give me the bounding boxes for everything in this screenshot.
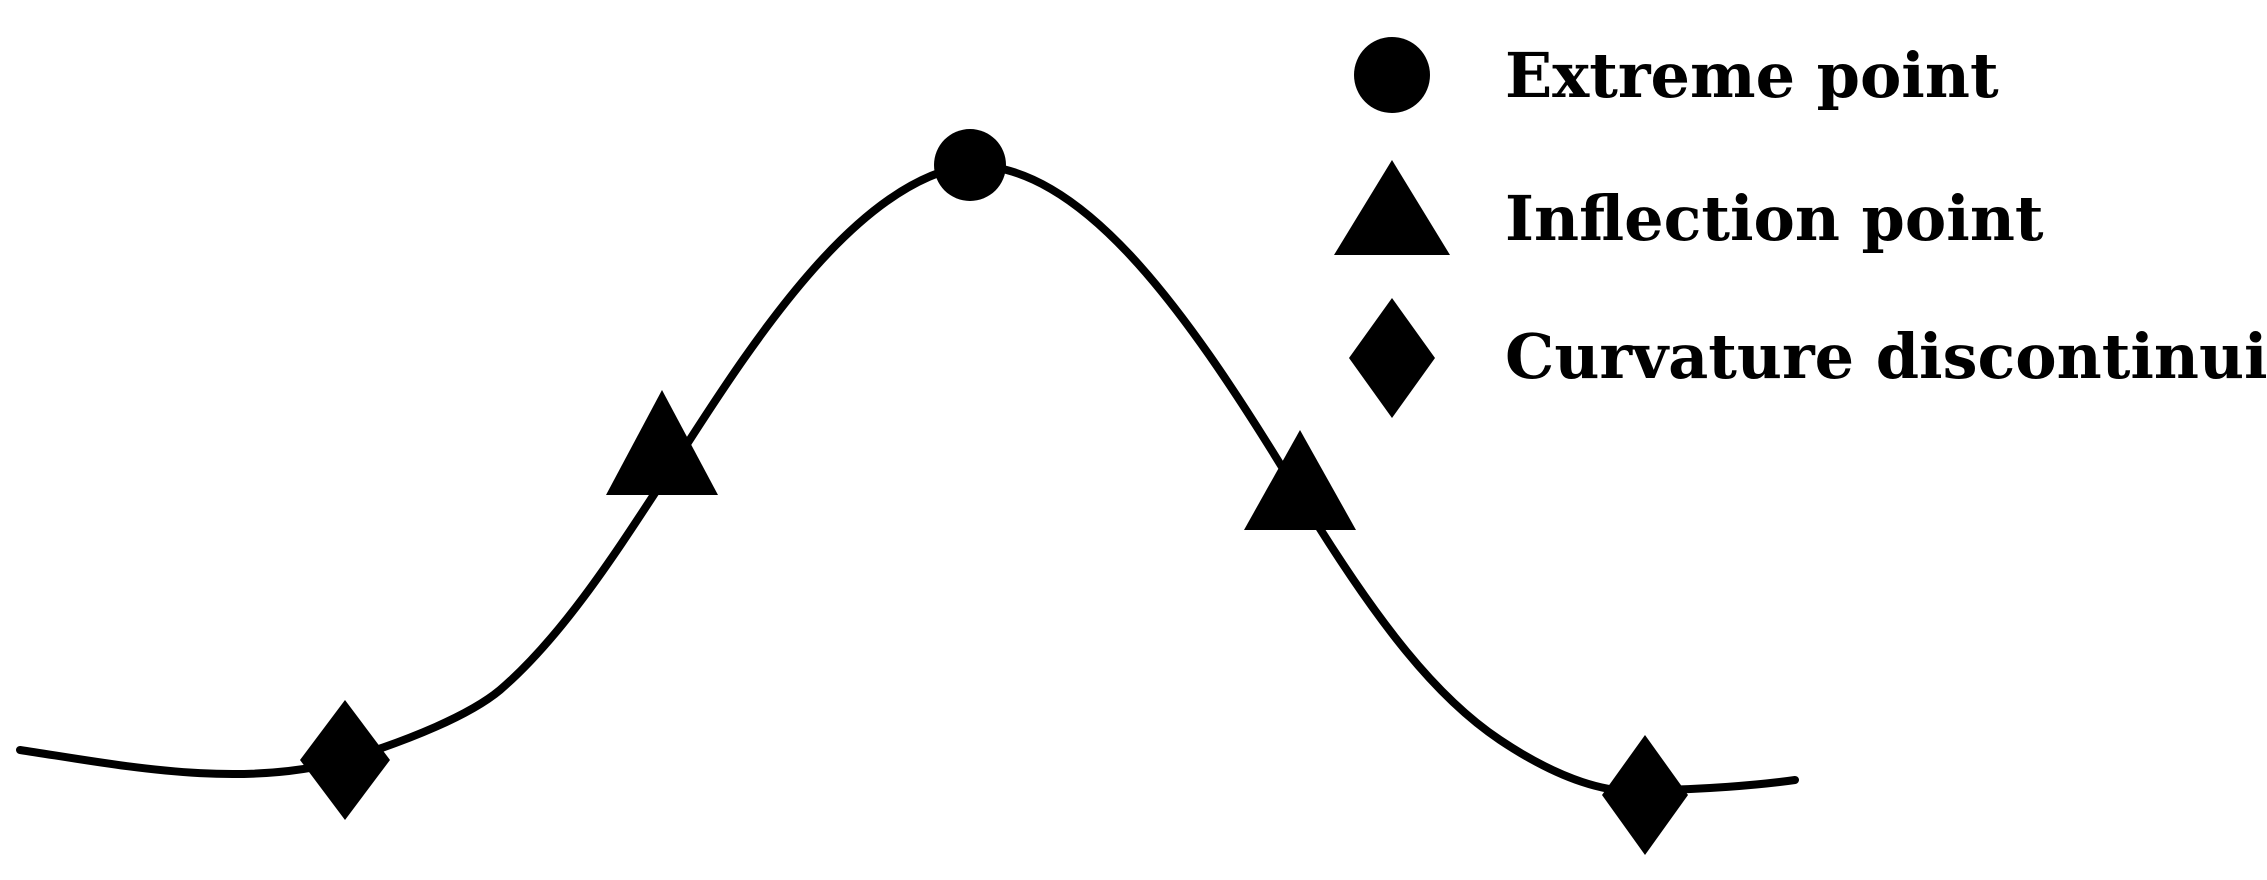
diamond-legend-icon <box>1349 298 1435 418</box>
legend-label: Extreme point <box>1505 39 1999 112</box>
legend-label: Curvature discontinuity <box>1505 320 2267 393</box>
triangle-marker <box>1244 430 1356 530</box>
legend-item-extreme-point: Extreme point <box>1354 37 1999 113</box>
diamond-marker <box>300 700 390 820</box>
diamond-marker <box>1602 735 1688 855</box>
legend-label: Inflection point <box>1505 182 2044 255</box>
curve-line <box>16 160 1799 795</box>
triangle-legend-icon <box>1334 160 1450 255</box>
legend-item-curvature-discontinuity: Curvature discontinuity <box>1349 298 2267 418</box>
legend: Extreme point Inflection point Curvature… <box>1334 37 2267 418</box>
legend-item-inflection-point: Inflection point <box>1334 160 2044 255</box>
triangle-marker <box>606 390 718 495</box>
circle-marker <box>934 129 1006 201</box>
circle-legend-icon <box>1354 37 1430 113</box>
